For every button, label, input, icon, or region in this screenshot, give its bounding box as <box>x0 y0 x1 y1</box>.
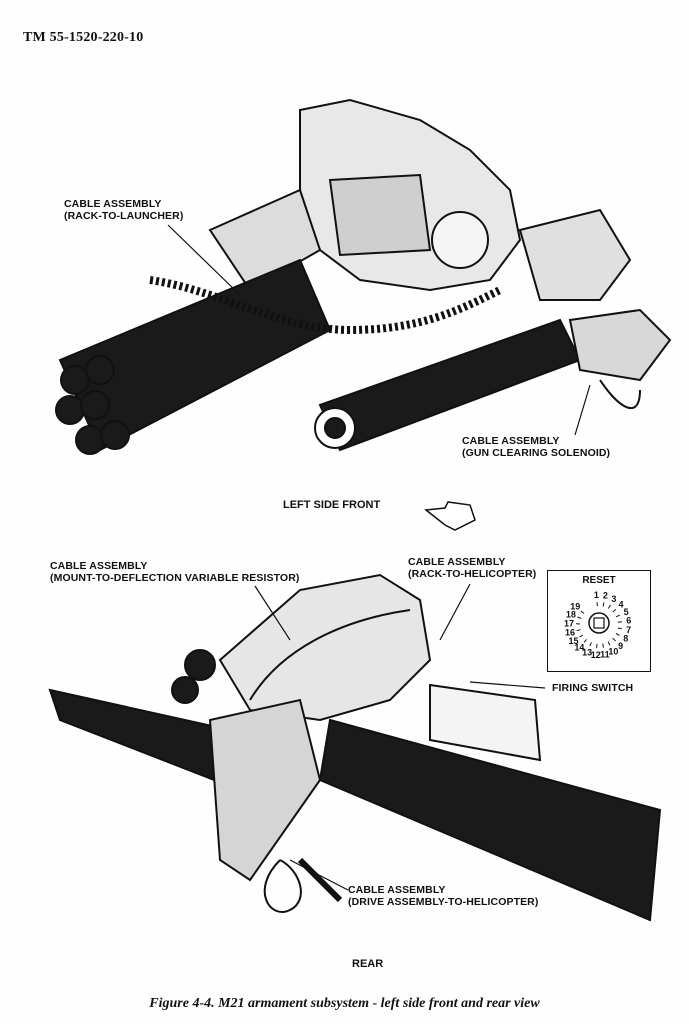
dial-number: 14 <box>574 643 584 653</box>
dial-number: 8 <box>623 633 628 643</box>
dial-number: 15 <box>568 636 578 646</box>
dial-tick <box>615 614 621 618</box>
pointing-hand-icon <box>424 501 476 531</box>
dial-number: 4 <box>618 600 623 610</box>
dial-number: 7 <box>626 625 631 635</box>
dial-number: 11 <box>600 649 610 659</box>
view-label-rear: REAR <box>352 958 384 970</box>
dial-tick <box>602 602 605 607</box>
dial-tick <box>612 608 617 613</box>
dial-tick <box>617 627 622 630</box>
dial-number: 12 <box>591 650 601 660</box>
callout-gun-clearing-solenoid: CABLE ASSEMBLY (GUN CLEARING SOLENOID) <box>462 435 611 459</box>
dial-tick <box>607 604 611 609</box>
dial-tick <box>607 641 611 646</box>
dial-number: 9 <box>618 641 623 651</box>
dial-tick <box>577 616 582 619</box>
dial-number: 19 <box>570 602 580 612</box>
callout-mount-to-deflection: CABLE ASSEMBLY (MOUNT-TO-DEFLECTION VARI… <box>50 560 300 584</box>
callout-rack-to-launcher: CABLE ASSEMBLY (RACK-TO-LAUNCHER) <box>64 198 184 222</box>
callout-rack-to-helicopter: CABLE ASSEMBLY (RACK-TO-HELICOPTER) <box>408 556 537 580</box>
leader-lines <box>167 224 591 891</box>
dial-tick <box>579 634 584 638</box>
top-view-drawing <box>55 98 672 455</box>
view-label-left-side-front: LEFT SIDE FRONT <box>283 499 381 511</box>
dial-number: 16 <box>565 628 575 638</box>
dial-tick <box>589 642 592 647</box>
dial-number: 5 <box>624 607 629 617</box>
callout-drive-assembly: CABLE ASSEMBLY (DRIVE ASSEMBLY-TO-HELICO… <box>348 884 539 908</box>
rear-view-drawing <box>48 573 662 922</box>
dial-number: 10 <box>608 646 618 656</box>
dial-tick <box>576 629 581 632</box>
dial-number: 2 <box>603 591 608 601</box>
dial-tick <box>617 621 622 623</box>
dial-number: 1 <box>594 590 599 600</box>
document-number: TM 55-1520-220-10 <box>23 30 144 45</box>
dial-tick <box>602 643 604 648</box>
dial-number: 6 <box>626 616 631 626</box>
dial-number: 3 <box>611 594 616 604</box>
dial-tick <box>580 610 585 614</box>
figure-caption: Figure 4-4. M21 armament subsystem - lef… <box>149 996 540 1011</box>
dial-number: 13 <box>582 648 592 658</box>
dial-reset-label: RESET <box>582 575 615 586</box>
dial-tick <box>583 639 587 643</box>
dial-number: 18 <box>566 610 576 620</box>
dial-tick <box>612 637 616 642</box>
callout-firing-switch: FIRING SWITCH <box>552 682 634 694</box>
dial-number: 17 <box>564 619 574 629</box>
dial-tick <box>615 633 620 636</box>
